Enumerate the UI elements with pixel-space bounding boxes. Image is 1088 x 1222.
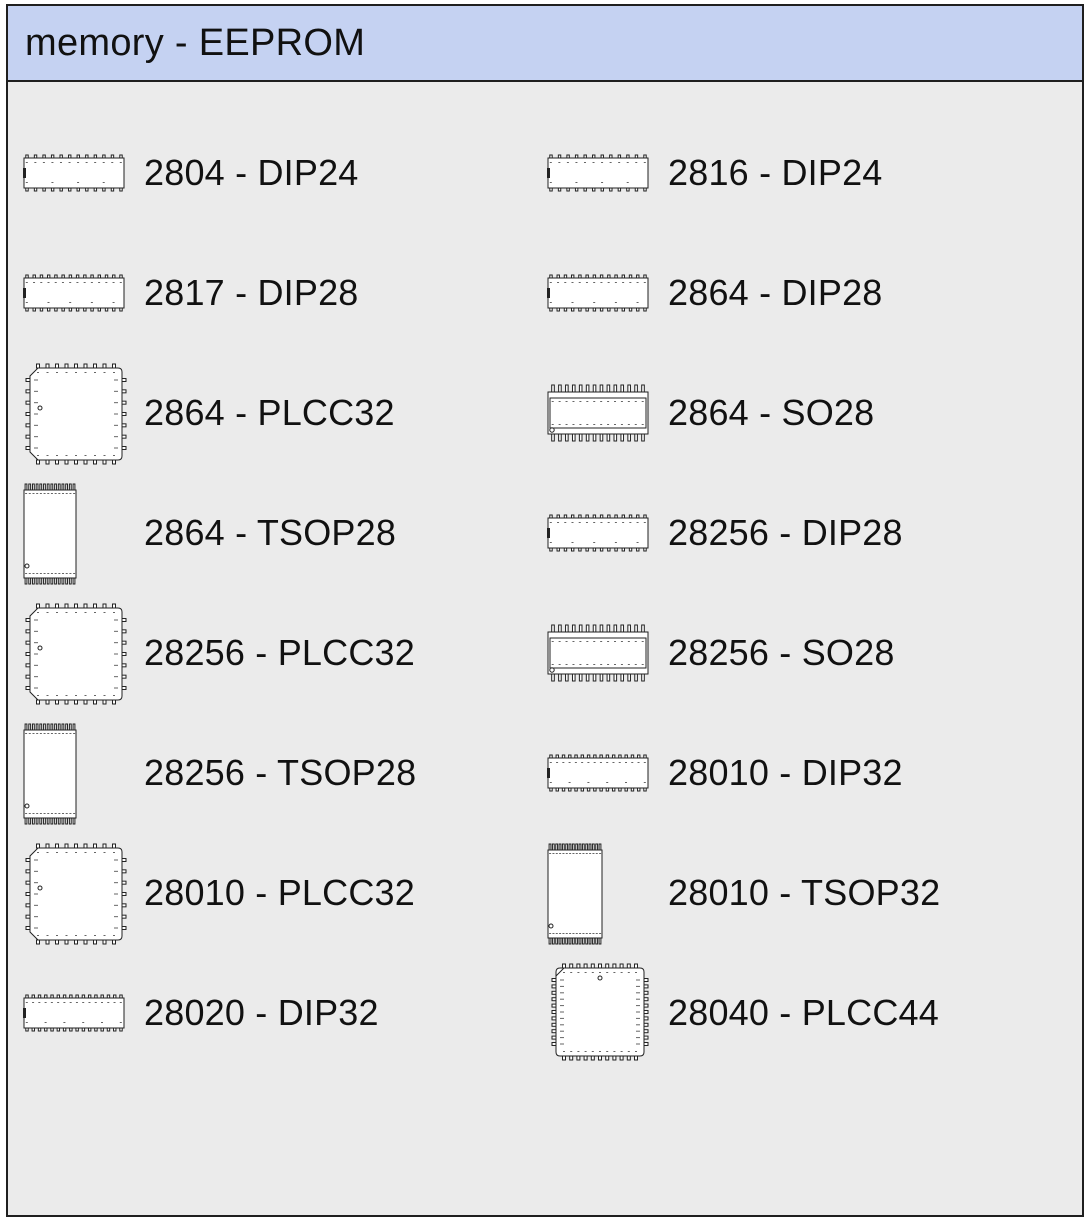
- part-item[interactable]: 2864 - DIP28: [546, 238, 1066, 348]
- part-label: 28040 - PLCC44: [668, 992, 939, 1033]
- part-label: 2864 - TSOP28: [144, 512, 397, 553]
- part-item[interactable]: 28020 - DIP32: [22, 958, 542, 1068]
- chip-dip-icon: [23, 994, 125, 1032]
- chip-tsop-icon: [23, 483, 77, 585]
- eeprom-panel: memory - EEPROM 2804 - DIP24 2816 - DIP2…: [6, 4, 1084, 1217]
- part-item[interactable]: 28256 - DIP28: [546, 478, 1066, 588]
- part-item[interactable]: 2816 - DIP24: [546, 118, 1066, 228]
- part-label: 28020 - DIP32: [144, 992, 379, 1033]
- chip-dip-icon: [547, 154, 649, 192]
- chip-tsop-icon: [547, 843, 603, 945]
- part-label: 2804 - DIP24: [144, 152, 359, 193]
- chip-dip-icon: [547, 274, 649, 312]
- part-label: 28010 - PLCC32: [144, 872, 415, 913]
- part-item[interactable]: 28256 - SO28: [546, 598, 1066, 708]
- part-label: 28010 - DIP32: [668, 752, 903, 793]
- part-item[interactable]: 28256 - PLCC32: [22, 598, 542, 708]
- chip-dip-icon: [23, 154, 125, 192]
- chip-so-icon: [547, 384, 649, 442]
- part-label: 2864 - DIP28: [668, 272, 883, 313]
- part-item[interactable]: 2864 - PLCC32: [22, 358, 542, 468]
- part-item[interactable]: 28040 - PLCC44: [546, 958, 1066, 1068]
- panel-header: memory - EEPROM: [8, 6, 1082, 82]
- part-label: 2864 - SO28: [668, 392, 875, 433]
- panel-title: memory - EEPROM: [25, 21, 366, 64]
- part-item[interactable]: 2864 - TSOP28: [22, 478, 542, 588]
- part-item[interactable]: 2817 - DIP28: [22, 238, 542, 348]
- part-label: 28256 - DIP28: [668, 512, 903, 553]
- chip-tsop-icon: [23, 723, 77, 825]
- part-item[interactable]: 28010 - PLCC32: [22, 838, 542, 948]
- chip-so-icon: [547, 624, 649, 682]
- part-label: 2864 - PLCC32: [144, 392, 395, 433]
- part-item[interactable]: 2864 - SO28: [546, 358, 1066, 468]
- chip-dip-icon: [547, 514, 649, 552]
- part-label: 28010 - TSOP32: [668, 872, 941, 913]
- part-item[interactable]: 28256 - TSOP28: [22, 718, 542, 828]
- part-item[interactable]: 2804 - DIP24: [22, 118, 542, 228]
- part-label: 28256 - SO28: [668, 632, 895, 673]
- chip-plcc-icon: [25, 603, 127, 705]
- part-label: 28256 - TSOP28: [144, 752, 417, 793]
- part-item[interactable]: 28010 - TSOP32: [546, 838, 1066, 948]
- chip-plcc-icon: [551, 963, 649, 1061]
- chip-dip-icon: [23, 274, 125, 312]
- chip-plcc-icon: [25, 843, 127, 945]
- chip-plcc-icon: [25, 363, 127, 465]
- part-label: 28256 - PLCC32: [144, 632, 415, 673]
- chip-dip-icon: [547, 754, 649, 792]
- part-label: 2817 - DIP28: [144, 272, 359, 313]
- part-item[interactable]: 28010 - DIP32: [546, 718, 1066, 828]
- part-label: 2816 - DIP24: [668, 152, 883, 193]
